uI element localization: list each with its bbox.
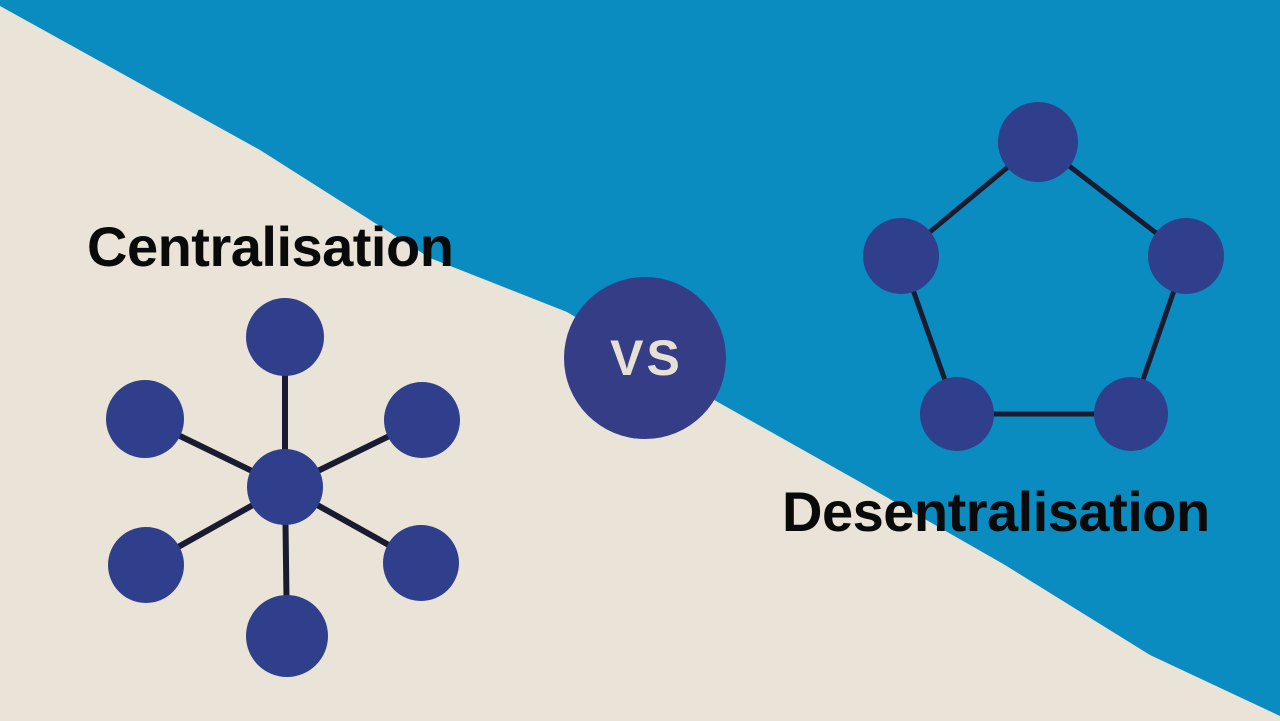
hub-satellite-node <box>246 595 328 677</box>
desentralisation-title: Desentralisation <box>782 480 1210 543</box>
hub-center-node <box>247 449 323 525</box>
ring-node <box>863 218 939 294</box>
vs-label: VS <box>610 330 683 386</box>
hub-satellite-node <box>108 527 184 603</box>
hub-satellite-node <box>383 525 459 601</box>
ring-node <box>1094 377 1168 451</box>
ring-node <box>920 377 994 451</box>
vs-badge: VS <box>564 277 726 439</box>
centralisation-title: Centralisation <box>87 215 454 278</box>
hub-satellite-node <box>384 382 460 458</box>
ring-node <box>998 102 1078 182</box>
ring-node <box>1148 218 1224 294</box>
hub-satellite-node <box>106 380 184 458</box>
hub-satellite-node <box>246 298 324 376</box>
